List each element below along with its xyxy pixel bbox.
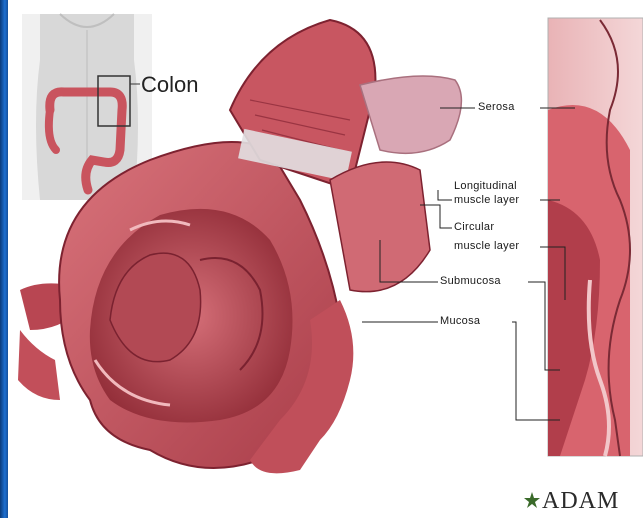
adam-logo-text: ADAM — [542, 488, 619, 515]
inset-title: Colon — [141, 72, 198, 98]
label-submucosa: Submucosa — [440, 275, 501, 288]
label-longitudinal-1: Longitudinal — [454, 180, 517, 193]
label-serosa: Serosa — [478, 101, 515, 114]
label-circular-2: muscle layer — [454, 240, 519, 253]
adam-logo-icon — [522, 490, 542, 510]
label-longitudinal-2: muscle layer — [454, 194, 519, 207]
wall-cross-section — [548, 18, 643, 456]
label-mucosa: Mucosa — [440, 315, 480, 328]
label-circular-1: Circular — [454, 221, 494, 234]
